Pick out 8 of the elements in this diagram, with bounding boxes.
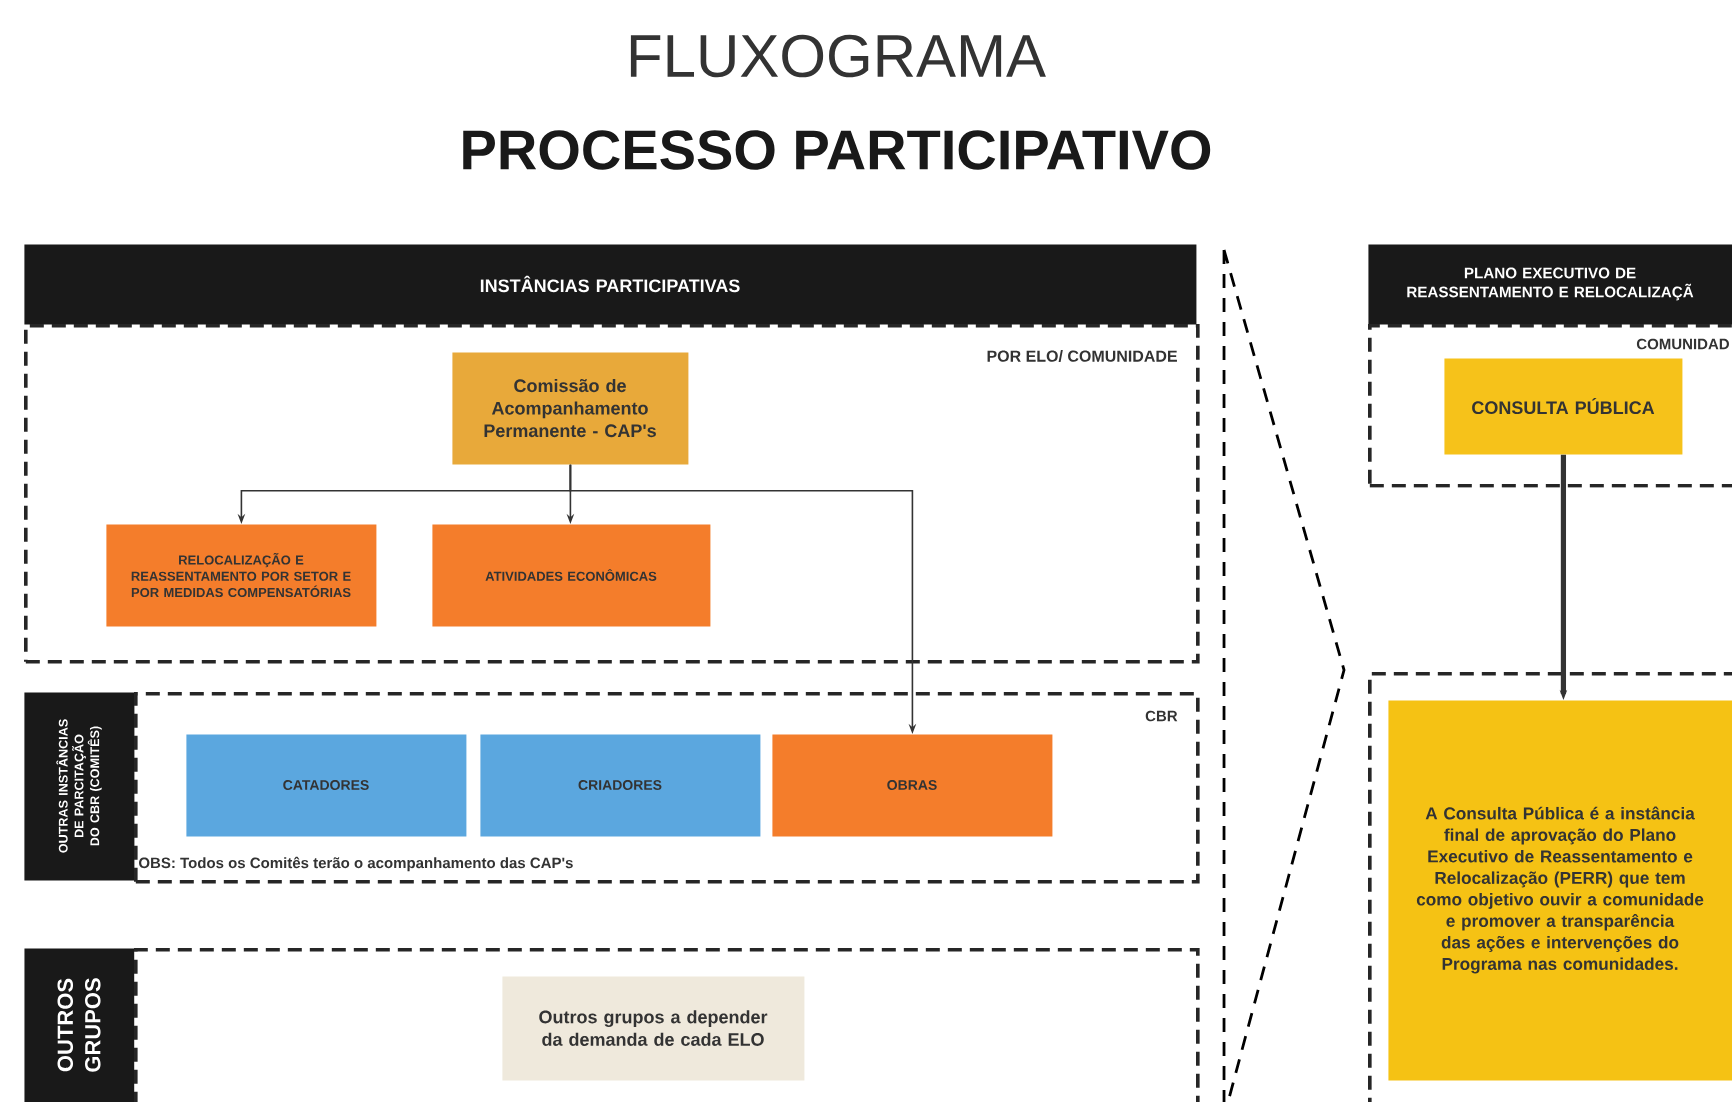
subtitle: PROCESSO PARTICIPATIVO: [463, 130, 1211, 170]
title: FLUXOGRAMA: [630, 34, 1046, 78]
process-box: CONSULTA PÚBLICA: [1444, 358, 1683, 455]
info-box: A Consulta Pública é a instância final de aprovação do Plano Executivo de Reassentamento e Relocalização (PERR) que tem como objetivo ouvir a comunidade e promover a transparência das ações e intervenções do Programa nas comunidades.: [1388, 700, 1732, 1081]
header-band: INSTÂNCIAS PARTICIPATIVAS: [24, 244, 1197, 325]
process-box: Outros grupos a depender da demanda de cada ELO: [502, 976, 805, 1081]
process-box: Comissão de Acompanhamento Permanente - CAP's: [452, 352, 689, 465]
side-band: OUTROS GRUPOS: [24, 948, 135, 1102]
